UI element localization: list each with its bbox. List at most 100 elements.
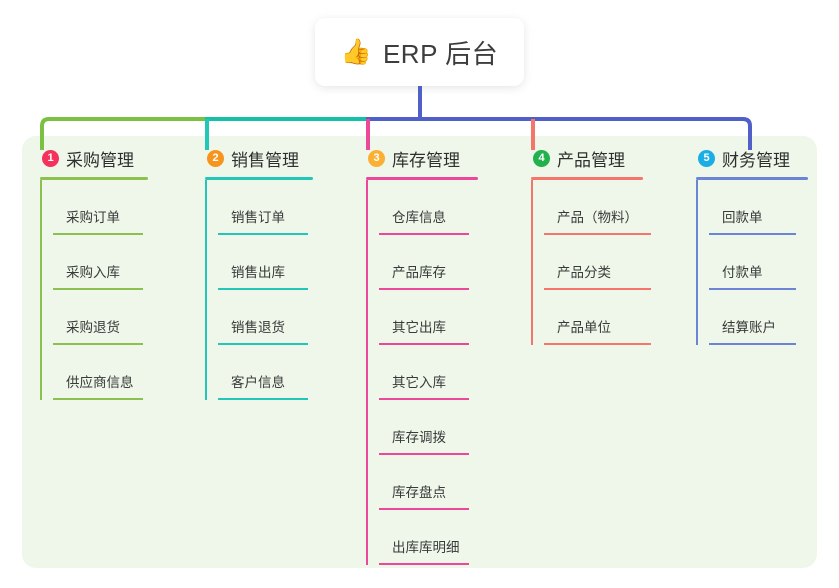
leaf-item-rule xyxy=(709,288,796,290)
leaf-item[interactable]: 产品单位 xyxy=(544,290,651,345)
leaf-item[interactable]: 库存盘点 xyxy=(379,455,478,510)
leaf-item-label: 销售订单 xyxy=(231,210,285,225)
leaf-item-rule xyxy=(379,453,469,455)
branch-item-list-5: 回款单付款单结算账户 xyxy=(696,180,808,345)
leaf-item[interactable]: 采购入库 xyxy=(53,235,148,290)
leaf-item-label: 产品分类 xyxy=(557,265,611,280)
branch-column-2: 2 销售管理销售订单销售出库销售退货客户信息 xyxy=(205,146,313,400)
branch-item-list-1: 采购订单采购入库采购退货供应商信息 xyxy=(40,180,148,400)
leaf-item-rule xyxy=(379,508,469,510)
leaf-item[interactable]: 产品库存 xyxy=(379,235,478,290)
branch-header-2[interactable]: 2 销售管理 xyxy=(205,146,313,170)
leaf-item-label: 结算账户 xyxy=(722,320,776,335)
branch-title-1: 采购管理 xyxy=(66,150,134,170)
leaf-item-label: 出库库明细 xyxy=(392,540,460,555)
leaf-item-rule xyxy=(544,288,651,290)
leaf-item[interactable]: 产品分类 xyxy=(544,235,651,290)
leaf-item-label: 采购订单 xyxy=(66,210,120,225)
leaf-item-label: 客户信息 xyxy=(231,375,285,390)
branch-spine-4 xyxy=(531,180,533,345)
branch-item-list-3: 仓库信息产品库存其它出库其它入库库存调拨库存盘点出库库明细 xyxy=(366,180,478,565)
leaf-item[interactable]: 其它出库 xyxy=(379,290,478,345)
branch-header-rule-1 xyxy=(40,177,148,180)
branch-item-list-2: 销售订单销售出库销售退货客户信息 xyxy=(205,180,313,400)
branch-spine-3 xyxy=(366,180,368,565)
branch-item-list-4: 产品（物料） 产品分类产品单位 xyxy=(531,180,651,345)
leaf-item-label: 销售退货 xyxy=(231,320,285,335)
leaf-item-label: 仓库信息 xyxy=(392,210,446,225)
branch-spine-5 xyxy=(696,180,698,345)
leaf-item[interactable]: 采购订单 xyxy=(53,180,148,235)
leaf-item-rule xyxy=(218,398,308,400)
leaf-item-rule xyxy=(709,233,796,235)
leaf-item-label: 采购入库 xyxy=(66,265,120,280)
branch-title-5: 财务管理 xyxy=(722,150,790,170)
leaf-item-rule xyxy=(544,233,651,235)
leaf-item[interactable]: 回款单 xyxy=(709,180,808,235)
leaf-item-label: 产品单位 xyxy=(557,320,611,335)
leaf-item[interactable]: 销售出库 xyxy=(218,235,313,290)
root-node-title: ERP 后台 xyxy=(382,38,499,69)
branch-header-rule-4 xyxy=(531,177,643,180)
leaf-item[interactable]: 销售订单 xyxy=(218,180,313,235)
thumbs-up-icon: 👍 xyxy=(340,37,372,66)
leaf-item-label: 库存调拨 xyxy=(392,430,446,445)
branch-column-5: 5 财务管理回款单付款单结算账户 xyxy=(696,146,808,345)
leaf-item[interactable]: 产品（物料） xyxy=(544,180,651,235)
leaf-item-rule xyxy=(709,343,796,345)
leaf-item[interactable]: 采购退货 xyxy=(53,290,148,345)
branch-header-3[interactable]: 3 库存管理 xyxy=(366,146,478,170)
leaf-item-rule xyxy=(379,563,469,565)
leaf-item-rule xyxy=(53,343,143,345)
leaf-item-rule xyxy=(218,343,308,345)
leaf-item-rule xyxy=(379,233,469,235)
branch-column-3: 3 库存管理仓库信息产品库存其它出库其它入库库存调拨库存盘点出库库明细 xyxy=(366,146,478,565)
leaf-item-rule xyxy=(379,288,469,290)
leaf-item[interactable]: 销售退货 xyxy=(218,290,313,345)
branch-spine-1 xyxy=(40,180,42,400)
leaf-item-label: 产品库存 xyxy=(392,265,446,280)
root-node-content: 👍 ERP 后台 xyxy=(341,34,498,71)
leaf-item[interactable]: 客户信息 xyxy=(218,345,313,400)
leaf-item-label: 其它出库 xyxy=(392,320,446,335)
branches-panel xyxy=(22,136,817,568)
leaf-item[interactable]: 出库库明细 xyxy=(379,510,478,565)
leaf-item-rule xyxy=(53,288,143,290)
leaf-item-label: 销售出库 xyxy=(231,265,285,280)
leaf-item-label: 库存盘点 xyxy=(392,485,446,500)
leaf-item-label: 供应商信息 xyxy=(66,375,134,390)
branch-badge-2: 2 xyxy=(207,149,224,167)
leaf-item-label: 产品（物料） xyxy=(557,210,638,225)
leaf-item-label: 回款单 xyxy=(722,210,763,225)
leaf-item-rule xyxy=(379,398,469,400)
leaf-item[interactable]: 其它入库 xyxy=(379,345,478,400)
leaf-item-rule xyxy=(379,343,469,345)
branch-title-2: 销售管理 xyxy=(231,150,299,170)
branch-badge-5: 5 xyxy=(698,149,715,167)
branch-column-4: 4 产品管理产品（物料） 产品分类产品单位 xyxy=(531,146,651,345)
branch-header-5[interactable]: 5 财务管理 xyxy=(696,146,808,170)
leaf-item[interactable]: 供应商信息 xyxy=(53,345,148,400)
leaf-item[interactable]: 仓库信息 xyxy=(379,180,478,235)
leaf-item-label: 付款单 xyxy=(722,265,763,280)
leaf-item-rule xyxy=(53,398,143,400)
branch-badge-3: 3 xyxy=(368,149,385,167)
leaf-item-rule xyxy=(544,343,651,345)
branch-header-4[interactable]: 4 产品管理 xyxy=(531,146,643,170)
leaf-item-label: 采购退货 xyxy=(66,320,120,335)
branch-spine-2 xyxy=(205,180,207,400)
root-node-erp-backend[interactable]: 👍 ERP 后台 xyxy=(315,18,524,86)
leaf-item[interactable]: 付款单 xyxy=(709,235,808,290)
leaf-item[interactable]: 结算账户 xyxy=(709,290,808,345)
branch-title-3: 库存管理 xyxy=(392,150,460,170)
leaf-item[interactable]: 库存调拨 xyxy=(379,400,478,455)
branch-title-4: 产品管理 xyxy=(557,150,625,170)
leaf-item-label: 其它入库 xyxy=(392,375,446,390)
branch-header-rule-2 xyxy=(205,177,313,180)
branch-header-rule-5 xyxy=(696,177,808,180)
leaf-item-rule xyxy=(218,233,308,235)
branch-badge-4: 4 xyxy=(533,149,550,167)
branch-header-rule-3 xyxy=(366,177,478,180)
